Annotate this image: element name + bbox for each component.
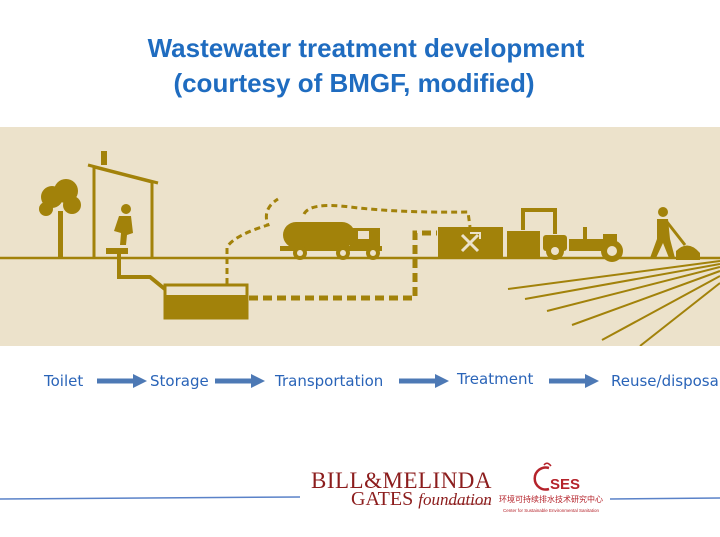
step-treatment: Treatment bbox=[457, 370, 534, 388]
footer-decoration bbox=[0, 496, 720, 505]
step-toilet: Toilet bbox=[44, 372, 84, 390]
cses-chinese-name: 环境可持续排水技术研究中心 bbox=[499, 495, 603, 504]
arrow-right-icon bbox=[97, 374, 147, 388]
page-subtitle: (courtesy of BMGF, modified) bbox=[173, 68, 535, 98]
arrow-right-icon bbox=[549, 374, 599, 388]
bmgf-logo-line1: BILL&MELINDA bbox=[311, 468, 493, 493]
page-title: Wastewater treatment development bbox=[147, 33, 585, 63]
storage-tank-icon bbox=[163, 283, 249, 320]
drain-pipe bbox=[117, 251, 168, 292]
step-storage: Storage bbox=[150, 372, 209, 390]
latrine-icon bbox=[87, 151, 159, 258]
step-reuse-disposal: Reuse/disposa bbox=[611, 372, 719, 390]
arrow-right-icon bbox=[399, 374, 449, 388]
treatment-plant-icon bbox=[438, 208, 557, 259]
step-transportation: Transportation bbox=[275, 372, 384, 390]
vacuum-truck-icon bbox=[280, 222, 382, 260]
field-icon bbox=[507, 260, 720, 346]
cses-english-name: Center for Sustainable Environmental San… bbox=[503, 508, 600, 513]
farmer-icon bbox=[650, 207, 700, 260]
bmgf-logo-line2: GATES foundation bbox=[351, 488, 492, 510]
cses-logo-icon: SES bbox=[533, 462, 580, 493]
arrow-right-icon bbox=[215, 374, 265, 388]
sanitation-chain-illustration bbox=[0, 127, 720, 346]
tractor-icon bbox=[543, 227, 623, 262]
tree-icon bbox=[39, 179, 81, 258]
cses-logo-text: SES bbox=[550, 476, 580, 493]
